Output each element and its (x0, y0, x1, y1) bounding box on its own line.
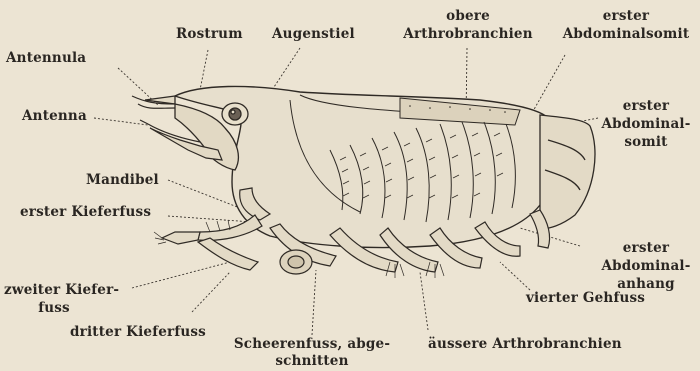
label-antennula: Antennula (6, 50, 86, 66)
label-vierter-gehfuss: vierter Gehfuss (526, 290, 645, 306)
label-zweiter-kieferfuss-2: fuss (4, 300, 104, 316)
label-scheerenfuss-2: schnitten (224, 353, 400, 369)
label-erster-abdominalsomit-top-2: Abdominalsomit (560, 26, 692, 42)
label-obere-arthrobranchien-2: Arthrobranchien (398, 26, 538, 42)
label-rostrum: Rostrum (176, 26, 243, 42)
label-scheerenfuss-1: Scheerenfuss, abge- (224, 336, 400, 352)
label-mandibel: Mandibel (86, 172, 159, 188)
abdomen (540, 115, 595, 228)
label-erster-kieferfuss: erster Kieferfuss (20, 204, 151, 220)
label-zweiter-kieferfuss-1: zweiter Kiefer- (4, 282, 119, 298)
label-augenstiel: Augenstiel (272, 26, 355, 42)
label-antenna: Antenna (22, 108, 87, 124)
label-erster-abdominalsomit-right-1: erster (596, 98, 696, 114)
label-erster-abdominalanhang-1: erster (596, 240, 696, 256)
label-dritter-kieferfuss: dritter Kieferfuss (70, 324, 206, 340)
label-erster-abdominalsomit-right-3: somit (596, 134, 696, 150)
label-aeussere-arthrobranchien: äussere Arthrobranchien (428, 336, 622, 352)
claw-stump (280, 250, 312, 274)
label-erster-abdominalanhang-2: Abdominal- (596, 258, 696, 274)
label-erster-abdominalsomit-right-2: Abdominal- (596, 116, 696, 132)
label-erster-abdominalsomit-top-1: erster (560, 8, 692, 24)
label-obere-arthrobranchien-1: obere (398, 8, 538, 24)
